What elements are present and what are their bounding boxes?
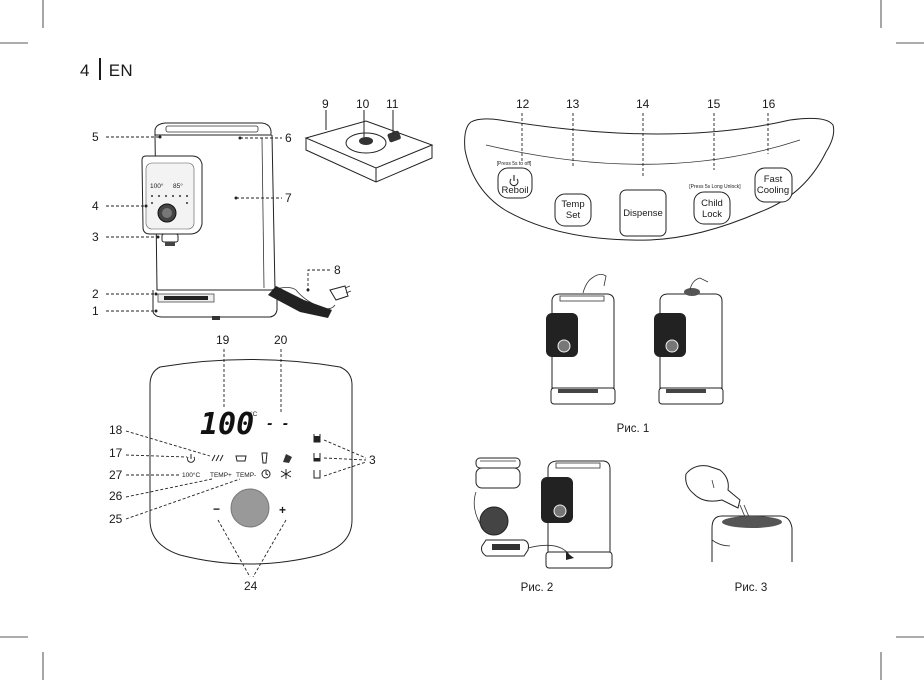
figure-3-caption: Рис. 3 bbox=[735, 582, 768, 594]
callout-19: 19 bbox=[216, 333, 230, 347]
dispense-label: Dispense bbox=[623, 208, 663, 219]
callout-12: 12 bbox=[516, 97, 530, 111]
callout-2: 2 bbox=[92, 287, 99, 301]
callout-15: 15 bbox=[707, 97, 721, 111]
callout-6: 6 bbox=[285, 131, 292, 145]
reboil-button[interactable]: Reboil bbox=[498, 168, 532, 198]
device-readout: 100° bbox=[150, 182, 164, 190]
dispense-button[interactable]: Dispense bbox=[620, 190, 666, 236]
figure-3-illustration: Рис. 3 bbox=[686, 466, 792, 594]
callout-24: 24 bbox=[244, 579, 258, 593]
minus-sign: − bbox=[213, 502, 220, 516]
child-lock-label-1: Child bbox=[701, 198, 723, 209]
callout-10: 10 bbox=[356, 97, 370, 111]
child-lock-button[interactable]: Child Lock bbox=[694, 192, 730, 224]
callout-14: 14 bbox=[636, 97, 650, 111]
control-panel-diagram: 12 13 14 15 16 [Press 5s to off] Reboil … bbox=[465, 97, 834, 240]
display-panel-diagram: 19 20 100 °C - - 100°C TEMP+ TEMP- bbox=[109, 333, 376, 593]
callout-16: 16 bbox=[762, 97, 776, 111]
reboil-hint: [Press 5s to off] bbox=[497, 161, 532, 167]
lid-illustration: 9 10 11 bbox=[306, 97, 432, 182]
temp-set-label-1: Temp bbox=[561, 199, 584, 210]
callout-13: 13 bbox=[566, 97, 580, 111]
callout-18: 18 bbox=[109, 423, 123, 437]
label-temp-plus: TEMP+ bbox=[210, 472, 232, 479]
label-temp-minus: TEMP- bbox=[236, 472, 256, 479]
temp-set-label-2: Set bbox=[566, 210, 581, 221]
callout-3-right: 3 bbox=[369, 453, 376, 467]
child-lock-label-2: Lock bbox=[702, 209, 722, 220]
callout-11: 11 bbox=[386, 97, 399, 111]
device-readout-small: 85° bbox=[173, 182, 183, 190]
fast-cooling-label-1: Fast bbox=[764, 174, 783, 185]
callout-25: 25 bbox=[109, 512, 123, 526]
temperature-digits: 100 bbox=[200, 407, 254, 442]
reboil-label: Reboil bbox=[502, 185, 529, 196]
callout-8: 8 bbox=[334, 263, 341, 277]
fast-cooling-button[interactable]: Fast Cooling bbox=[755, 168, 792, 202]
callout-27: 27 bbox=[109, 468, 123, 482]
callout-1: 1 bbox=[92, 304, 99, 318]
secondary-digits: - - bbox=[266, 417, 289, 432]
control-dial[interactable] bbox=[231, 489, 269, 527]
label-100c: 100°C bbox=[182, 471, 200, 479]
callout-7: 7 bbox=[285, 191, 292, 205]
callout-5: 5 bbox=[92, 130, 99, 144]
callout-17: 17 bbox=[109, 446, 123, 460]
fast-cooling-label-2: Cooling bbox=[757, 185, 789, 196]
callout-20: 20 bbox=[274, 333, 288, 347]
callout-4: 4 bbox=[92, 199, 99, 213]
temperature-unit: °C bbox=[250, 410, 258, 418]
temp-set-button[interactable]: Temp Set bbox=[555, 194, 591, 226]
figure-2-caption: Рис. 2 bbox=[521, 582, 554, 594]
figure-1-illustration: Рис. 1 bbox=[546, 274, 723, 435]
callout-26: 26 bbox=[109, 489, 123, 503]
figure-2-illustration: Рис. 2 bbox=[474, 458, 612, 594]
child-lock-hint: [Press 5s Long Unlock] bbox=[689, 184, 741, 190]
callout-3: 3 bbox=[92, 230, 99, 244]
dispenser-main-illustration: 100° 85° bbox=[142, 123, 351, 320]
figure-1-caption: Рис. 1 bbox=[617, 423, 650, 435]
callout-9: 9 bbox=[322, 97, 329, 111]
plus-sign: + bbox=[279, 503, 286, 517]
